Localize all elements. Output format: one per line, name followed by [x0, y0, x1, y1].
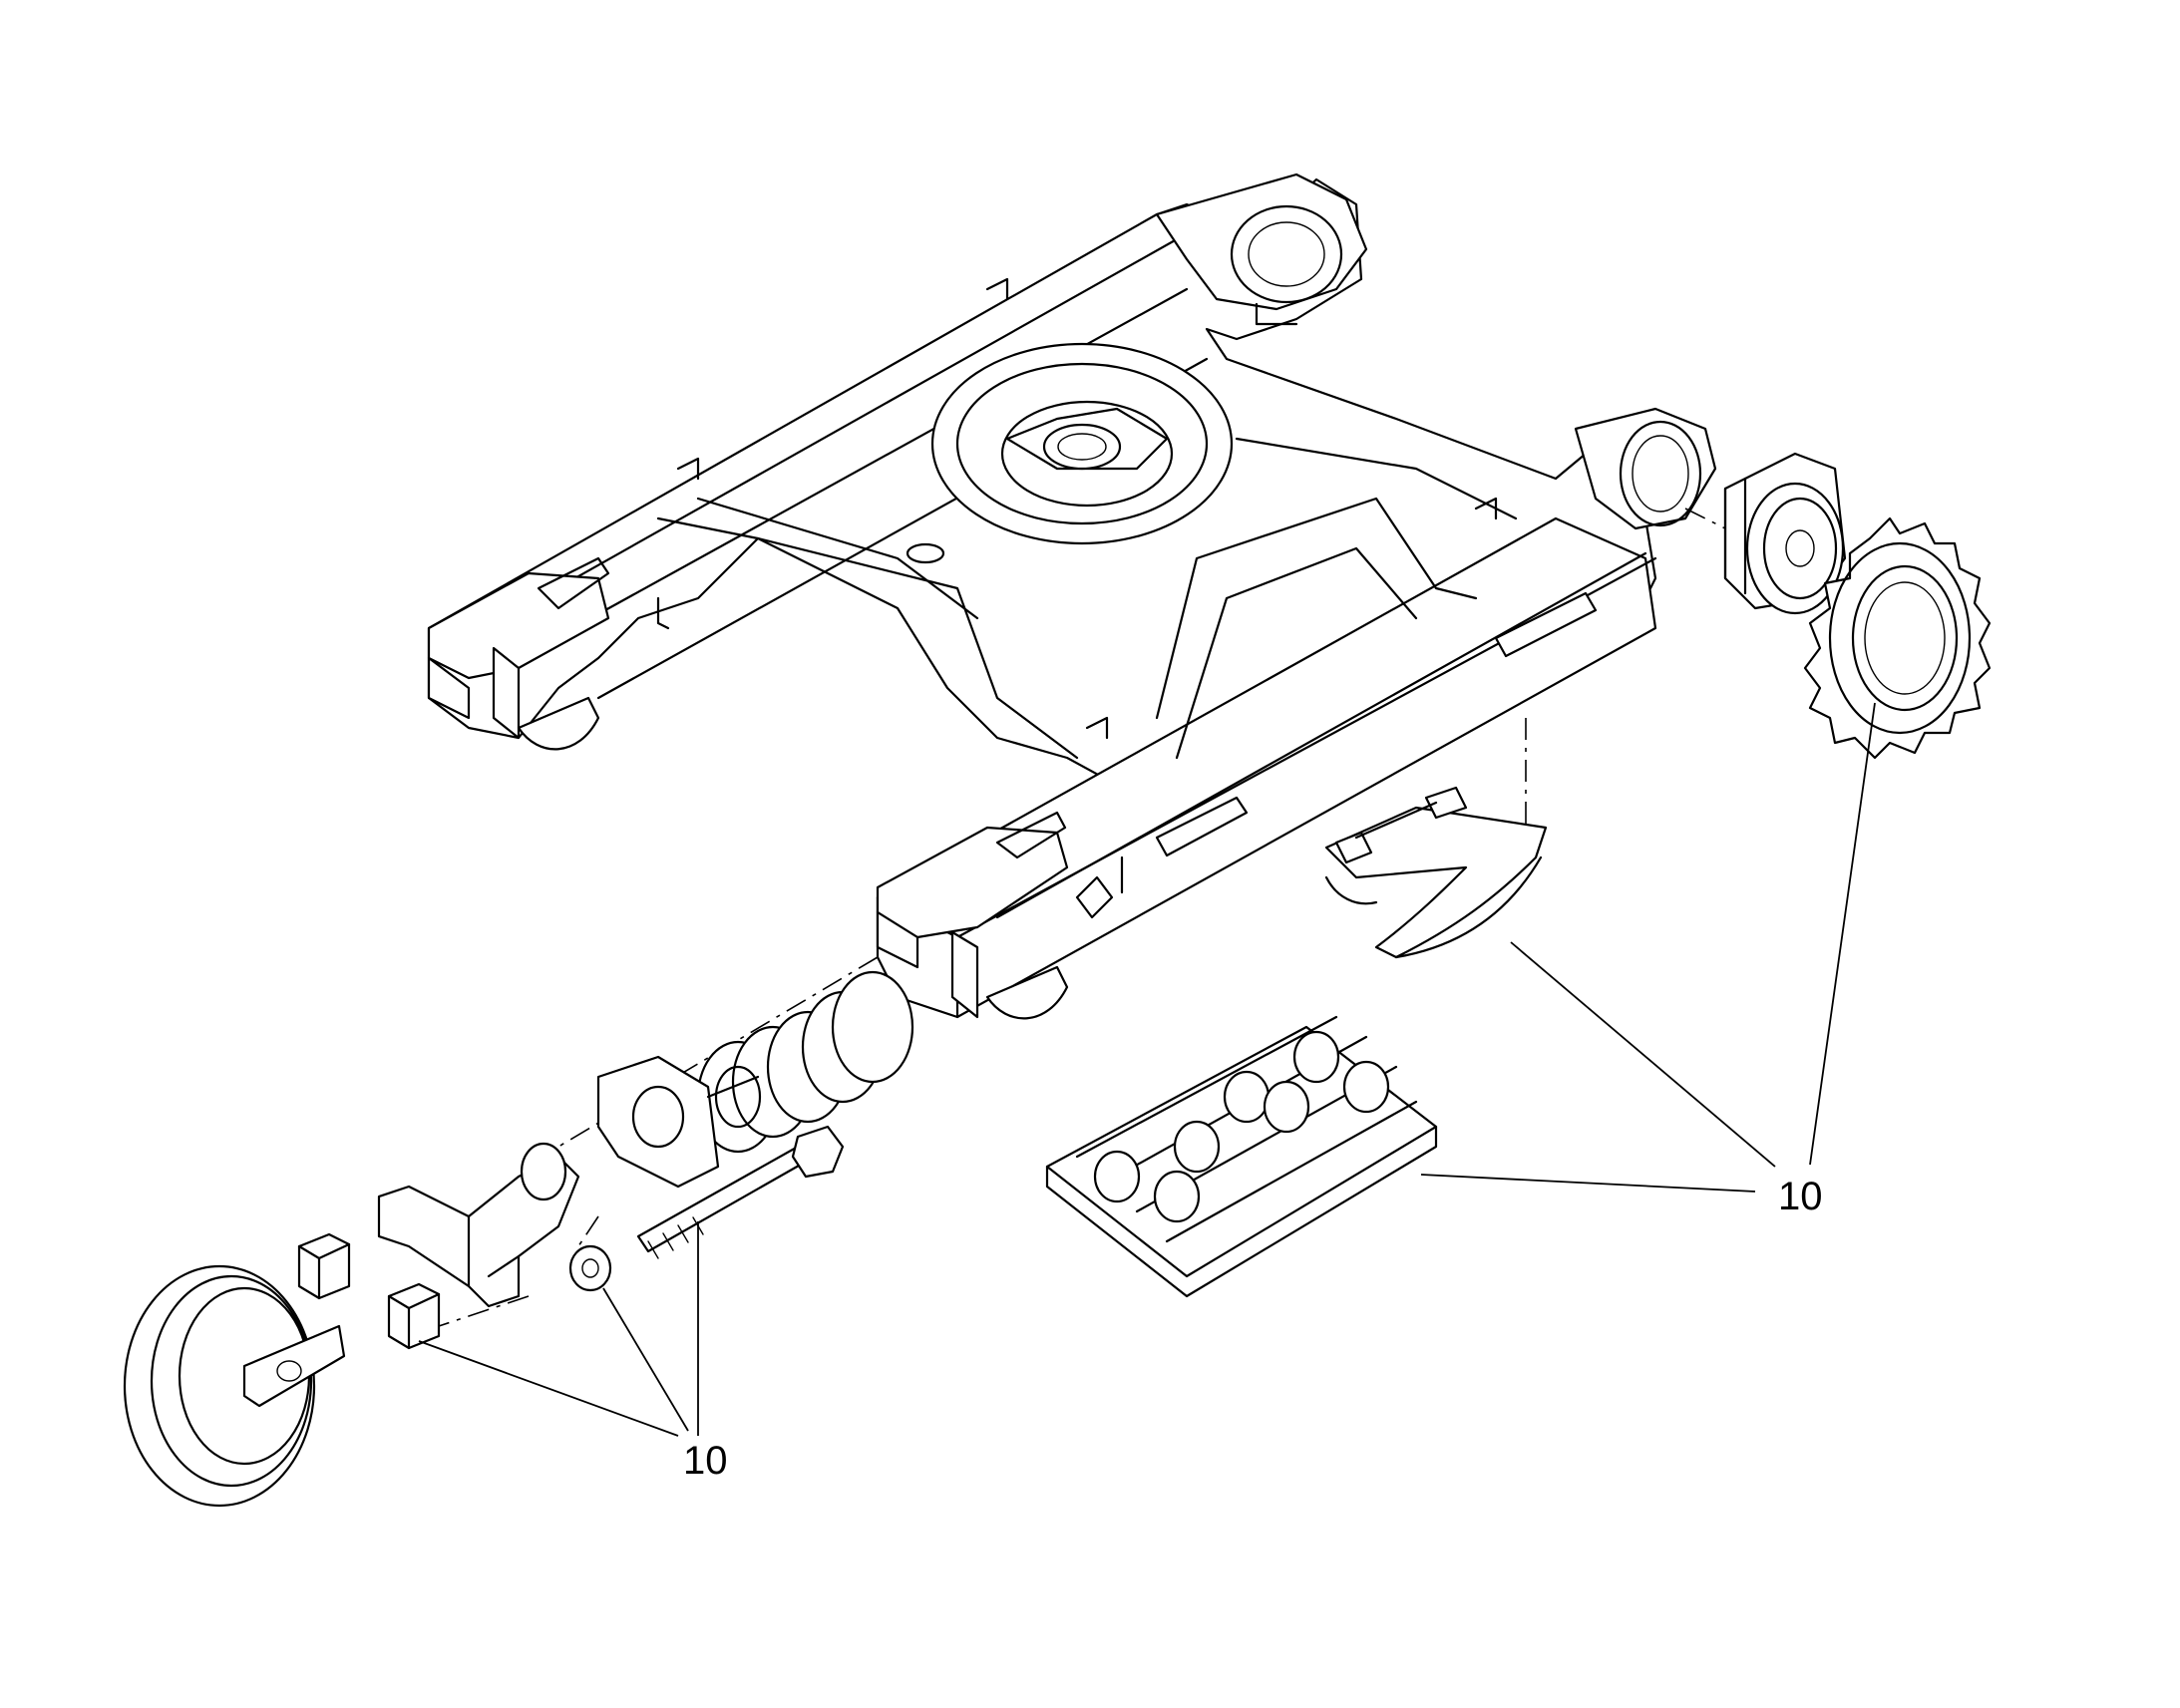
drive-sprocket	[1803, 516, 1992, 760]
front-idler	[123, 1264, 346, 1508]
track-frame	[427, 172, 1717, 1020]
spring-yoke	[596, 1055, 760, 1189]
recoil-spring	[696, 970, 914, 1154]
drive-motor	[1723, 452, 1847, 615]
tension-bolt	[636, 1125, 845, 1259]
idler-bracket	[377, 1142, 580, 1308]
callout-left: 10	[683, 1439, 728, 1483]
idler-blocks	[297, 1232, 441, 1350]
track-chain	[1045, 1015, 1438, 1298]
track-guide	[1324, 786, 1548, 959]
leader-lines	[418, 702, 1876, 1437]
callout-right: 10	[1778, 1175, 1823, 1218]
slewing-ring-mount	[906, 342, 1234, 564]
washer	[568, 1244, 612, 1292]
